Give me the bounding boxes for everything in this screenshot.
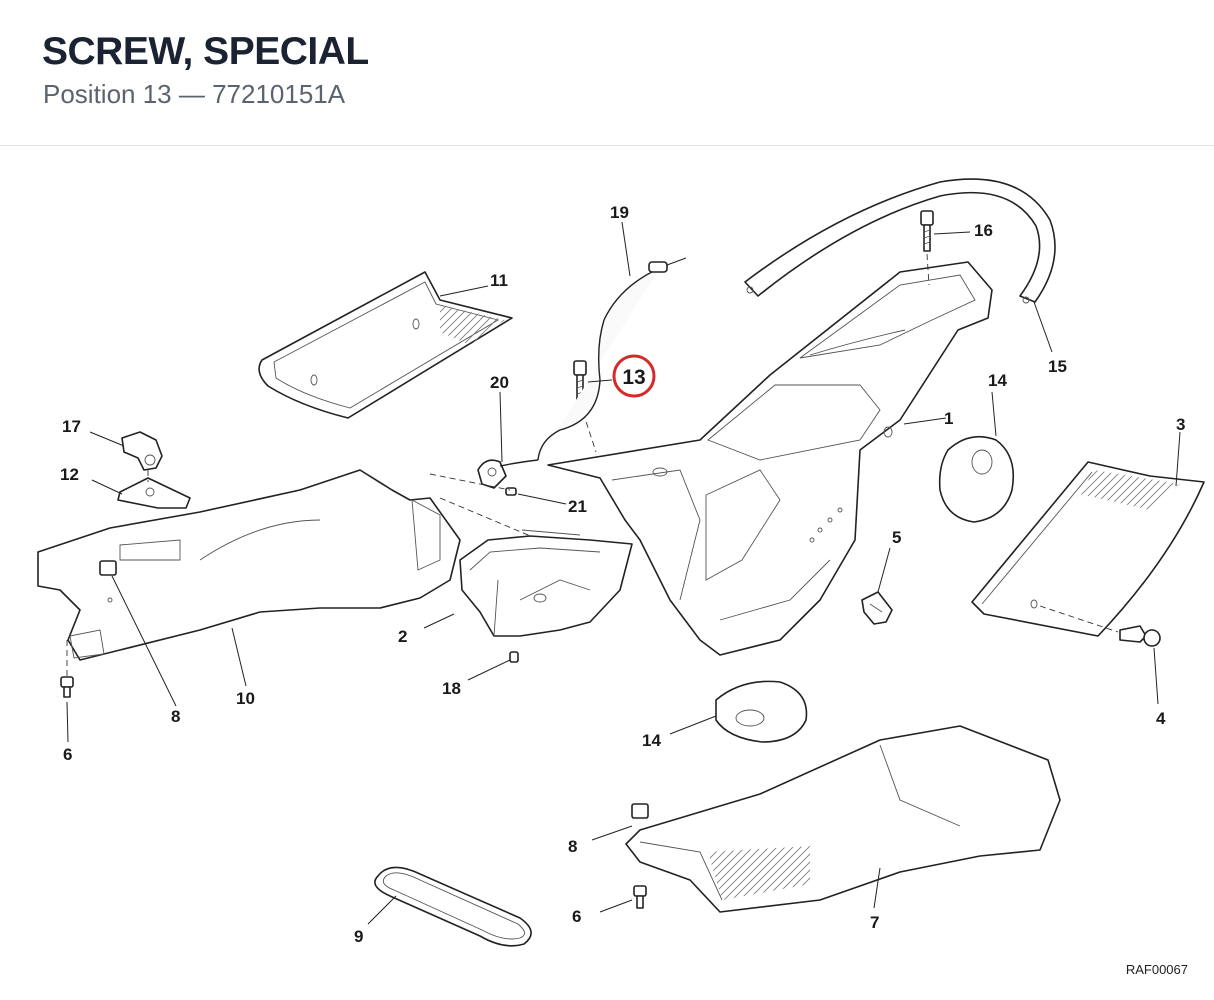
callout-20[interactable]: 20 (490, 373, 509, 392)
part-10-air-duct[interactable] (37, 469, 461, 661)
callout-13-highlighted[interactable]: 13 (612, 354, 656, 398)
callout-7[interactable]: 7 (870, 913, 879, 932)
callout-10[interactable]: 10 (236, 689, 255, 708)
part-6-screw-left[interactable] (60, 676, 74, 698)
callout-5[interactable]: 5 (892, 528, 901, 547)
part-16-screw[interactable] (920, 210, 934, 252)
part-1-main-subframe[interactable] (547, 261, 993, 656)
callout-19[interactable]: 19 (610, 203, 629, 222)
part-5-clip[interactable] (861, 591, 893, 625)
callout-1[interactable]: 1 (944, 409, 953, 428)
part-11-cover-plate[interactable] (258, 271, 513, 419)
part-14-grommet-upper[interactable] (938, 435, 1015, 523)
diagram-reference-code: RAF00067 (1125, 962, 1188, 977)
callout-14-upper[interactable]: 14 (988, 371, 1007, 390)
callout-21[interactable]: 21 (568, 497, 587, 516)
part-3-side-panel[interactable] (971, 461, 1205, 637)
callout-labels: 1 2 3 4 5 6 6 7 8 8 9 10 11 12 14 14 15 … (60, 203, 1185, 946)
callout-8-lower[interactable]: 8 (568, 837, 577, 856)
callout-17[interactable]: 17 (62, 417, 81, 436)
callout-6-left[interactable]: 6 (63, 745, 72, 764)
callout-3[interactable]: 3 (1176, 415, 1185, 434)
part-20-connector[interactable] (477, 459, 539, 489)
callout-14-lower[interactable]: 14 (642, 731, 661, 750)
part-21-small-screw[interactable] (505, 487, 517, 496)
page-title: SCREW, SPECIAL (42, 30, 369, 73)
part-15-tube-frame[interactable] (744, 178, 1056, 304)
callout-2[interactable]: 2 (398, 627, 407, 646)
part-19-cable[interactable] (537, 257, 687, 461)
callout-13: 13 (622, 366, 645, 389)
part-subtitle: Position 13 — 77210151A (43, 79, 346, 109)
callout-4[interactable]: 4 (1156, 709, 1166, 728)
part-18-screw[interactable] (509, 651, 519, 663)
part-8-nut-left[interactable] (99, 560, 117, 576)
callout-9[interactable]: 9 (354, 927, 363, 946)
page-header: SCREW, SPECIAL Position 13 — 77210151A (0, 0, 1214, 146)
part-6-screw-lower[interactable] (633, 885, 647, 909)
part-9-rubber-belt[interactable] (374, 866, 532, 947)
highlight-ring (612, 354, 656, 398)
part-14-grommet-lower[interactable] (715, 680, 808, 743)
callout-16[interactable]: 16 (974, 221, 993, 240)
part-17-clip-bracket[interactable] (121, 431, 163, 471)
callout-11[interactable]: 11 (490, 271, 508, 290)
leader-lines (66, 221, 1181, 925)
part-4-fastener[interactable] (1119, 625, 1161, 647)
callout-12[interactable]: 12 (60, 465, 79, 484)
callout-15[interactable]: 15 (1048, 357, 1067, 376)
callout-6-lower[interactable]: 6 (572, 907, 581, 926)
part-13-special-screw[interactable] (573, 360, 587, 402)
part-8-nut-lower[interactable] (631, 803, 649, 819)
part-7-lower-duct[interactable] (625, 725, 1061, 913)
part-2-battery-box[interactable] (459, 529, 633, 637)
callout-18[interactable]: 18 (442, 679, 461, 698)
part-12-mount-plate[interactable] (117, 477, 191, 509)
callout-8-left[interactable]: 8 (171, 707, 180, 726)
